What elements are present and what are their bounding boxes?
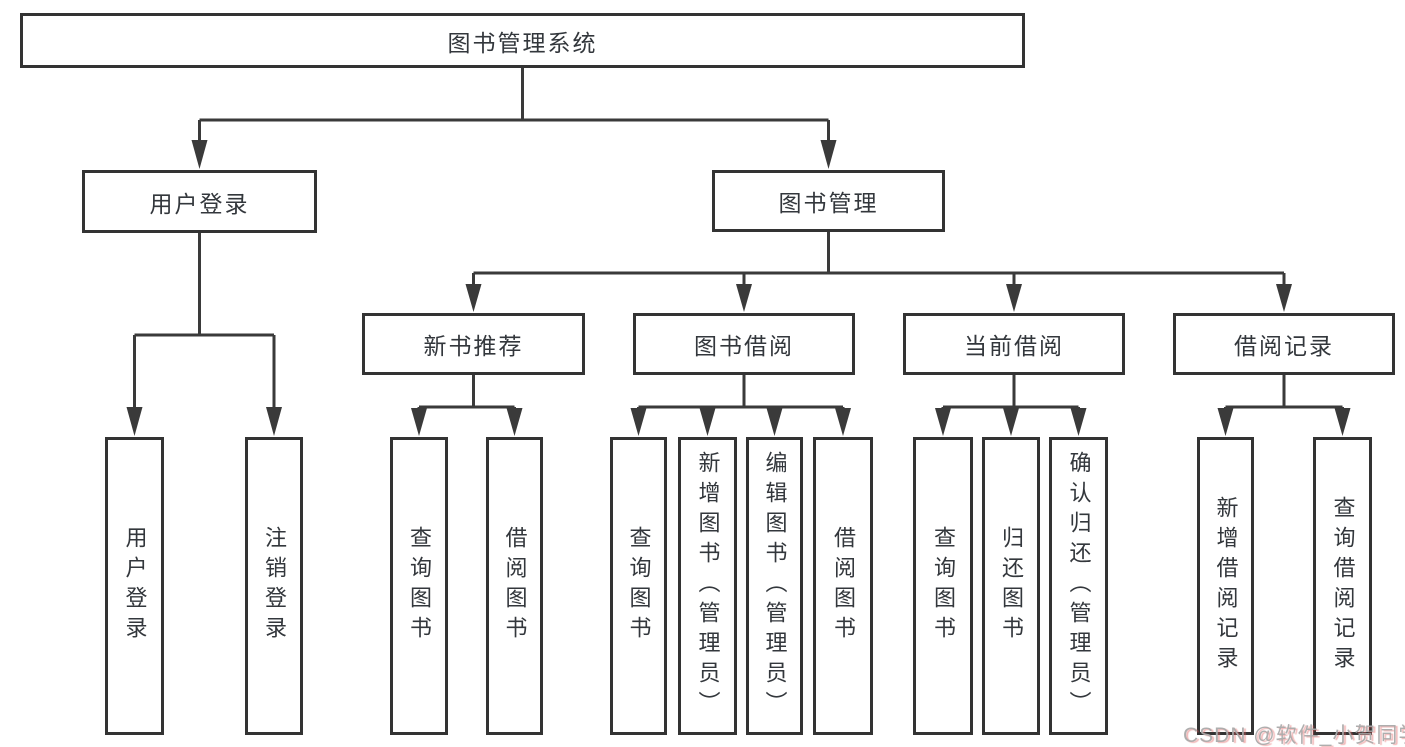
node-leaf-edit-book-label: 编辑图书（管理员） (762, 451, 788, 721)
node-leaf-logout-label: 注销登录 (262, 526, 287, 646)
node-new-book-rec: 新书推荐 (362, 313, 585, 375)
node-user-login: 用户登录 (82, 170, 317, 233)
node-leaf-user-login: 用户登录 (105, 437, 164, 735)
node-book-mgmt: 图书管理 (712, 170, 945, 232)
node-leaf-logout: 注销登录 (245, 437, 303, 735)
connector-borrow-record-to-leaves (1224, 375, 1344, 410)
node-leaf-add-book: 新增图书（管理员） (678, 437, 737, 735)
node-leaf-return-book-label: 归还图书 (999, 526, 1024, 646)
node-root-label: 图书管理系统 (447, 29, 598, 56)
node-leaf-add-record-label: 新增借阅记录 (1213, 496, 1239, 676)
node-leaf-query-book-borrow: 查询图书 (610, 437, 667, 735)
node-book-borrow-label: 图书借阅 (694, 333, 794, 359)
node-leaf-borrow-book-new: 借阅图书 (486, 437, 543, 735)
node-leaf-user-login-label: 用户登录 (122, 526, 148, 646)
node-root: 图书管理系统 (20, 13, 1025, 68)
node-current-borrow-label: 当前借阅 (964, 333, 1064, 359)
node-leaf-edit-book: 编辑图书（管理员） (746, 437, 803, 735)
connector-user-login-to-leaves (133, 233, 276, 409)
node-leaf-query-book-current: 查询图书 (913, 437, 973, 735)
node-leaf-add-record: 新增借阅记录 (1197, 437, 1254, 735)
node-leaf-query-record: 查询借阅记录 (1313, 437, 1372, 735)
arrowheads (126, 140, 1351, 436)
node-current-borrow: 当前借阅 (903, 313, 1125, 375)
connector-new-book-to-leaves (417, 375, 516, 410)
node-leaf-borrow-book-borrow: 借阅图书 (813, 437, 873, 735)
node-leaf-confirm-return-label: 确认归还（管理员） (1066, 451, 1092, 721)
node-book-mgmt-label: 图书管理 (778, 190, 879, 216)
node-leaf-query-book-new: 查询图书 (390, 437, 448, 735)
node-leaf-query-record-label: 查询借阅记录 (1330, 496, 1356, 676)
node-leaf-return-book: 归还图书 (982, 437, 1040, 735)
connector-book-borrow-to-leaves (637, 375, 845, 410)
node-leaf-query-book-current-label: 查询图书 (931, 526, 956, 646)
node-borrow-record-label: 借阅记录 (1234, 333, 1334, 359)
node-book-borrow: 图书借阅 (633, 313, 855, 375)
connector-book-mgmt-to-level2 (472, 232, 1286, 286)
node-leaf-confirm-return: 确认归还（管理员） (1049, 437, 1108, 735)
node-leaf-borrow-book-borrow-label: 借阅图书 (831, 526, 856, 646)
node-leaf-query-book-borrow-label: 查询图书 (626, 526, 652, 646)
node-borrow-record: 借阅记录 (1173, 313, 1395, 375)
node-new-book-rec-label: 新书推荐 (423, 333, 524, 359)
node-user-login-label: 用户登录 (149, 190, 250, 217)
node-leaf-query-book-new-label: 查询图书 (407, 526, 432, 646)
node-leaf-borrow-book-new-label: 借阅图书 (502, 526, 528, 646)
csdn-watermark: CSDN @软件_小贺同学 (1183, 724, 1405, 747)
connector-current-borrow-to-leaves (941, 375, 1080, 410)
node-leaf-add-book-label: 新增图书（管理员） (695, 451, 721, 721)
connector-root-to-level1 (198, 68, 830, 142)
